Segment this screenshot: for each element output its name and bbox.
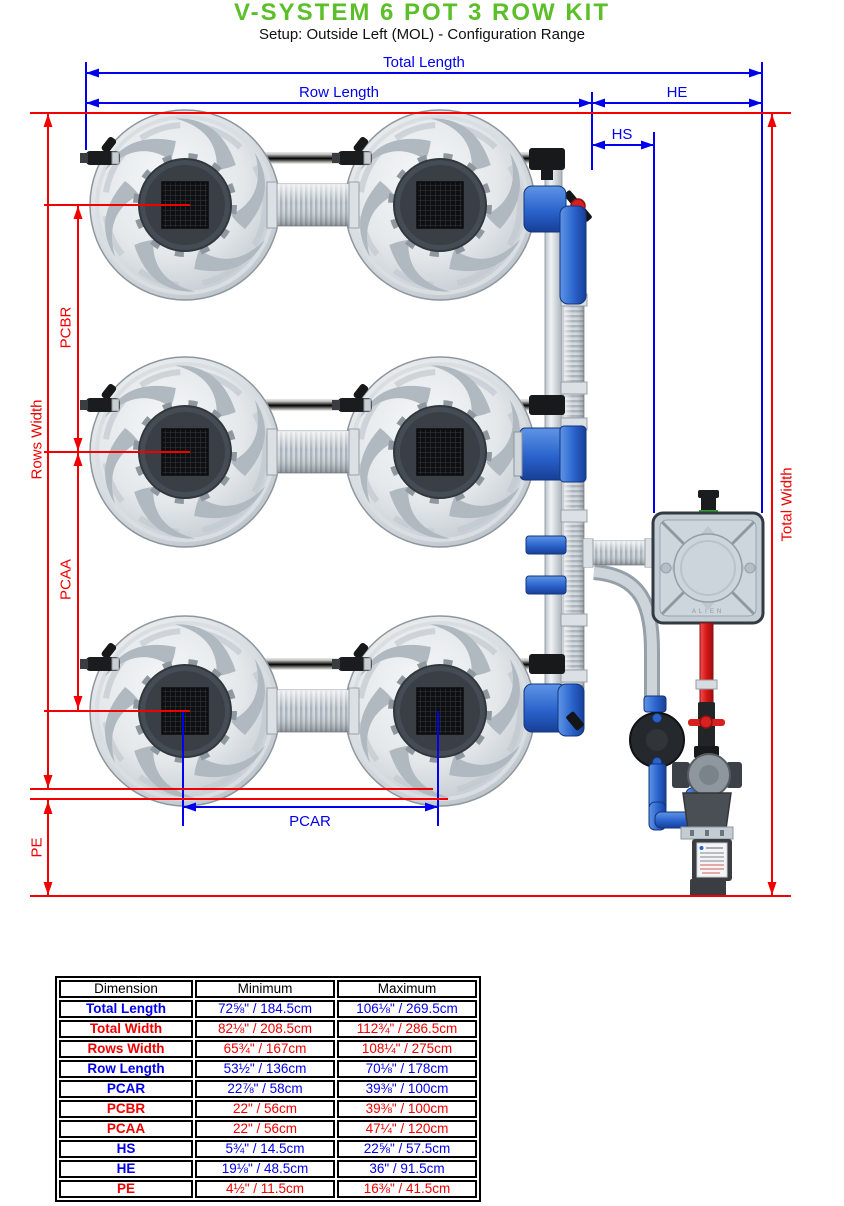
col-header-maximum: Maximum <box>337 980 477 998</box>
dim-label-total-width: Total Width <box>778 467 796 542</box>
dim-label-rows-width: Rows Width <box>28 399 46 480</box>
page-title: V-SYSTEM 6 POT 3 ROW KIT <box>233 0 611 26</box>
dim-label-pcbr: PCBR <box>57 306 75 349</box>
pump-assembly <box>629 622 742 897</box>
dim-label-pe: PE <box>28 837 46 858</box>
table-row-he: HE 19⅛" / 48.5cm 36" / 91.5cm <box>59 1160 477 1178</box>
dim-label-he: HE <box>666 84 688 101</box>
table-row-pcbr: PCBR 22" / 56cm 39⅜" / 100cm <box>59 1100 477 1118</box>
col-header-dimension: Dimension <box>59 980 193 998</box>
blue-dimension-lines <box>85 62 763 826</box>
dim-label-total-length: Total Length <box>383 54 465 71</box>
table-row-rows-width: Rows Width 65¾" / 167cm 108¼" / 275cm <box>59 1040 477 1058</box>
col-header-minimum: Minimum <box>195 980 335 998</box>
table-row-pcar: PCAR 22⅞" / 58cm 39⅜" / 100cm <box>59 1080 477 1098</box>
mid-tees <box>525 535 567 595</box>
reservoir-tank: ALIEN <box>651 490 765 625</box>
dim-label-hs: HS <box>611 126 633 143</box>
row1-elbow <box>523 185 587 305</box>
red-dimension-lines <box>30 112 791 897</box>
dim-label-pcaa: PCAA <box>57 559 75 600</box>
system-illustration: ALIEN <box>30 62 791 897</box>
table-row-hs: HS 5¾" / 14.5cm 22⅝" / 57.5cm <box>59 1140 477 1158</box>
dim-label-pcar: PCAR <box>289 813 331 830</box>
page-subtitle: Setup: Outside Left (MOL) - Configuratio… <box>258 26 585 43</box>
tank-feed <box>582 538 660 702</box>
table-row-total-length: Total Length 72⅝" / 184.5cm 106⅛" / 269.… <box>59 1000 477 1018</box>
table-row-pcaa: PCAA 22" / 56cm 47¼" / 120cm <box>59 1120 477 1138</box>
dim-label-row-length: Row Length <box>298 84 380 101</box>
table-row-row-length: Row Length 53½" / 136cm 70⅛" / 178cm <box>59 1060 477 1078</box>
dimension-spec-table: Dimension Minimum Maximum Total Length 7… <box>55 976 481 1202</box>
table-header-row: Dimension Minimum Maximum <box>59 980 477 998</box>
page-header: V-SYSTEM 6 POT 3 ROW KIT Setup: Outside … <box>0 0 844 44</box>
manifold-column <box>513 148 592 737</box>
tank-brand-text: ALIEN <box>692 609 724 615</box>
row-hoses <box>266 181 360 735</box>
row3-elbow <box>523 683 585 737</box>
row2-tee <box>513 425 587 483</box>
table-row-pe: PE 4½" / 11.5cm 16⅜" / 41.5cm <box>59 1180 477 1198</box>
table-row-total-width: Total Width 82⅛" / 208.5cm 112¾" / 286.5… <box>59 1020 477 1038</box>
